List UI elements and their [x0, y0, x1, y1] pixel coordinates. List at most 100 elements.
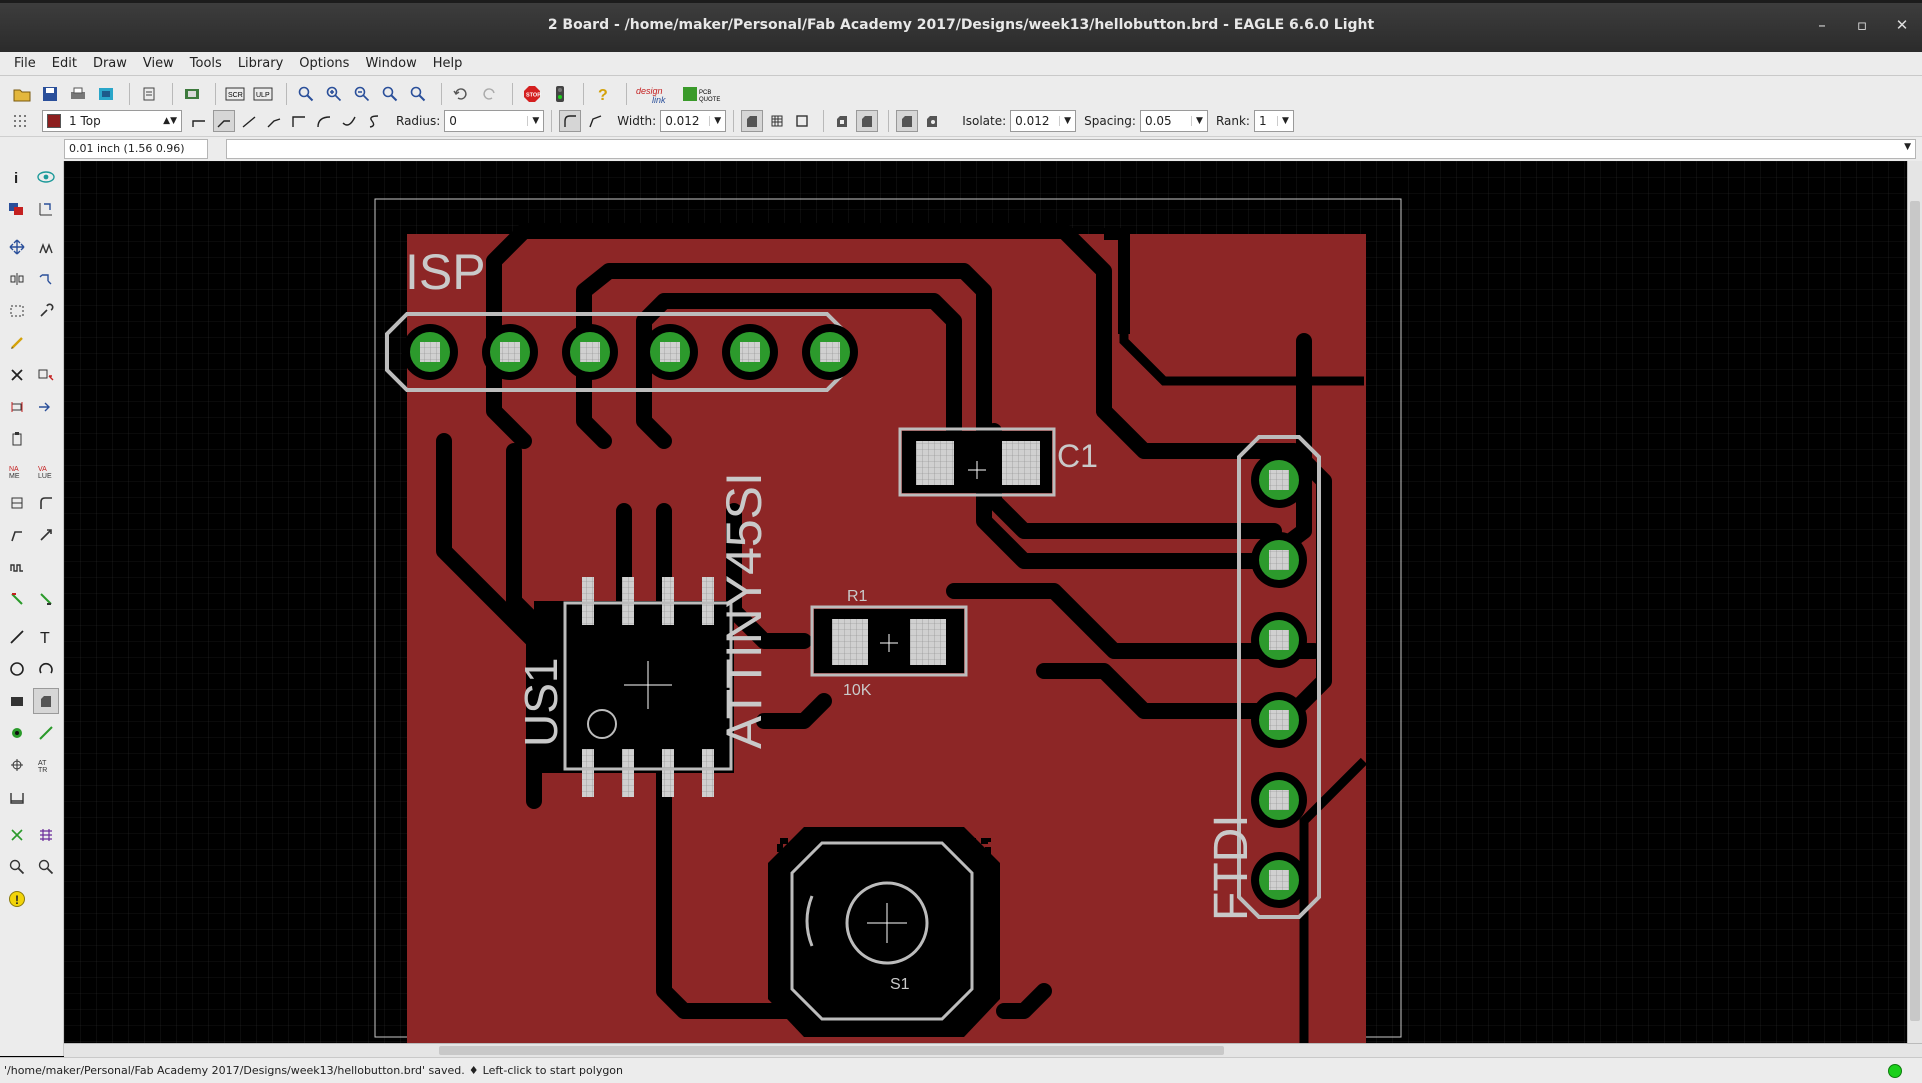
add-icon[interactable] [33, 362, 59, 388]
vertical-scroll-thumb[interactable] [1910, 201, 1920, 1021]
pour-cutout-icon[interactable] [791, 110, 813, 132]
wire-bend-7-icon[interactable] [363, 110, 385, 132]
r1-pad[interactable] [832, 619, 868, 665]
move-icon[interactable] [4, 234, 30, 260]
signal-icon[interactable] [4, 586, 30, 612]
optimize-icon[interactable] [4, 522, 30, 548]
menu-tools[interactable]: Tools [189, 56, 222, 71]
ftdi-pad[interactable] [1251, 852, 1307, 908]
cam-processor-icon[interactable] [94, 82, 118, 106]
menu-draw[interactable]: Draw [92, 56, 127, 71]
maximize-icon[interactable]: ▫ [1856, 16, 1868, 34]
ftdi-pad[interactable] [1251, 532, 1307, 588]
info-icon[interactable]: i [4, 164, 30, 190]
hole-icon[interactable] [33, 720, 59, 746]
ratsnest-icon[interactable] [4, 822, 30, 848]
us1-pad[interactable] [702, 577, 714, 625]
auto-icon[interactable] [33, 822, 59, 848]
isp-pad[interactable] [642, 324, 698, 380]
arc-icon[interactable] [33, 656, 59, 682]
us1-pad[interactable] [622, 749, 634, 797]
zoom-redraw-icon[interactable] [378, 82, 402, 106]
ftdi-pad[interactable] [1251, 772, 1307, 828]
replace-icon[interactable] [4, 394, 30, 420]
paste-icon[interactable] [4, 330, 30, 356]
menu-help[interactable]: Help [432, 56, 463, 71]
undo-icon[interactable] [449, 82, 473, 106]
board-canvas[interactable]: ISP C1 R1 10K [64, 161, 1907, 1043]
route-icon[interactable] [33, 522, 59, 548]
wire-bend-2-icon[interactable] [238, 110, 260, 132]
erc-icon[interactable] [4, 854, 30, 880]
us1-attiny45[interactable] [534, 577, 734, 797]
ftdi-pad[interactable] [1251, 612, 1307, 668]
spacing-combo[interactable]: 0.05 ▼ [1139, 109, 1208, 132]
thermals-off-icon[interactable] [921, 110, 943, 132]
close-icon[interactable]: ✕ [1895, 16, 1909, 34]
wire-bend-6-icon[interactable] [338, 110, 360, 132]
wire-bend-3-icon[interactable] [263, 110, 285, 132]
attribute-icon[interactable] [4, 752, 30, 778]
meander-icon[interactable] [4, 554, 30, 580]
drc-icon[interactable] [33, 854, 59, 880]
zoom-fit-icon[interactable] [294, 82, 318, 106]
rank-combo[interactable]: 1 ▼ [1253, 109, 1294, 132]
delete-icon[interactable] [4, 362, 30, 388]
us1-pad[interactable] [662, 577, 674, 625]
measure-icon[interactable] [4, 784, 30, 810]
help-icon[interactable]: ? [591, 82, 615, 106]
board-drawing[interactable]: ISP C1 R1 10K [64, 161, 1907, 1043]
stop-icon[interactable]: STOP [520, 82, 544, 106]
isp-pad[interactable] [402, 324, 458, 380]
print-icon[interactable] [66, 82, 90, 106]
r1-resistor[interactable] [810, 605, 968, 677]
lock-icon[interactable] [33, 394, 59, 420]
menu-file[interactable]: File [14, 56, 36, 71]
c1-capacitor[interactable] [898, 427, 1056, 497]
vertical-scrollbar[interactable] [1907, 161, 1922, 1043]
r1-pad[interactable] [910, 619, 946, 665]
wire-bend-4-icon[interactable] [288, 110, 310, 132]
save-icon[interactable] [38, 82, 62, 106]
minimize-icon[interactable]: – [1818, 16, 1826, 34]
display-layers-icon[interactable] [4, 196, 30, 222]
group-icon[interactable] [4, 298, 30, 324]
menu-library[interactable]: Library [237, 56, 284, 71]
circle-icon[interactable] [4, 656, 30, 682]
width-combo[interactable]: 0.012 ▼ [660, 109, 727, 132]
ripup-icon[interactable] [33, 586, 59, 612]
pour-hatch-icon[interactable] [766, 110, 788, 132]
rect-icon[interactable] [4, 688, 30, 714]
script-icon[interactable]: SCR [223, 82, 247, 106]
us1-pad[interactable] [702, 749, 714, 797]
miter-icon[interactable] [33, 490, 59, 516]
menu-edit[interactable]: Edit [51, 56, 77, 71]
ulp-icon[interactable]: ULP [251, 82, 275, 106]
show-icon[interactable] [33, 164, 59, 190]
menu-options[interactable]: Options [299, 56, 350, 71]
us1-pad[interactable] [622, 577, 634, 625]
pour-solid-icon[interactable] [741, 109, 764, 132]
us1-pad[interactable] [662, 749, 674, 797]
open-icon[interactable] [10, 82, 34, 106]
menu-window[interactable]: Window [365, 56, 417, 71]
horizontal-scroll-thumb[interactable] [439, 1046, 1224, 1055]
isp-pad[interactable] [562, 324, 618, 380]
smash-icon[interactable] [4, 426, 30, 452]
us1-pad[interactable] [582, 577, 594, 625]
rotate-icon[interactable] [33, 266, 59, 292]
isolate-combo[interactable]: 0.012 ▼ [1010, 109, 1077, 132]
polygon-icon[interactable] [33, 688, 60, 714]
via-icon[interactable] [4, 720, 30, 746]
chevron-down-icon[interactable]: ▼ [1904, 142, 1911, 152]
change-icon[interactable] [33, 298, 59, 324]
redo-icon[interactable] [477, 82, 501, 106]
thermals-on-icon[interactable] [896, 109, 919, 132]
wire-bend-5-icon[interactable] [313, 110, 335, 132]
round-corner-icon[interactable] [559, 109, 582, 132]
wire-icon[interactable] [4, 624, 30, 650]
orphans-off-icon[interactable] [831, 110, 853, 132]
ftdi-pad[interactable] [1251, 452, 1307, 508]
isp-pad[interactable] [482, 324, 538, 380]
